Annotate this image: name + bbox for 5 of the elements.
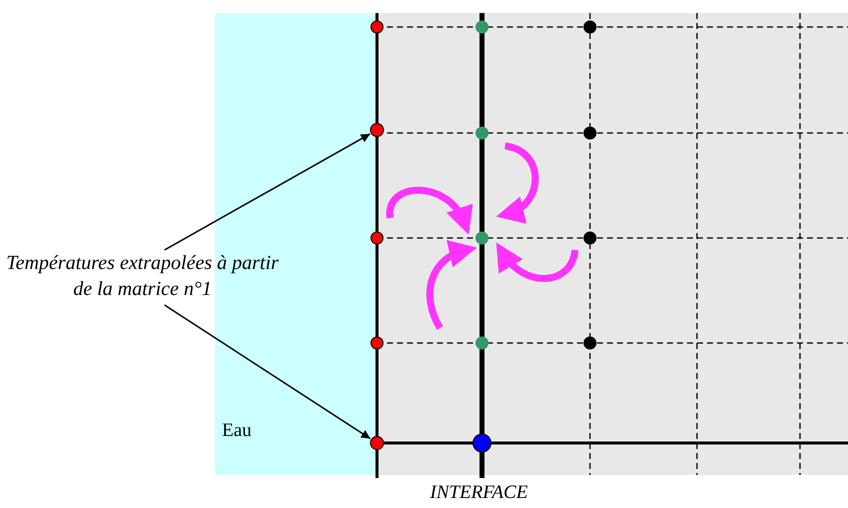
region-label: Eau	[222, 420, 252, 442]
leader-arrow	[164, 304, 371, 440]
leader-arrow	[164, 133, 370, 251]
callout-text: Températures extrapolées à partir de la matrice n°1	[5, 251, 280, 302]
axis-label: INTERFACE	[430, 482, 528, 504]
